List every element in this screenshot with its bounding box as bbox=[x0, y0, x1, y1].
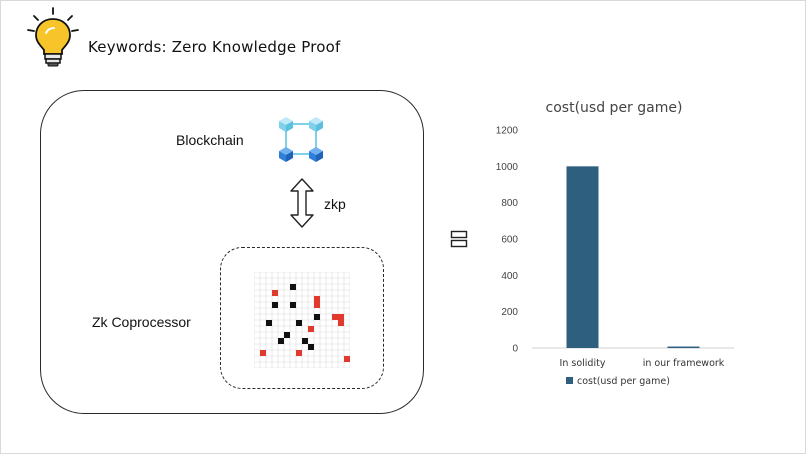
y-tick-label: 1200 bbox=[496, 126, 519, 137]
zkp-label: zkp bbox=[324, 196, 346, 212]
black-piece bbox=[296, 320, 302, 326]
y-tick-label: 1000 bbox=[496, 162, 519, 173]
blockchain-network-icon bbox=[279, 117, 323, 162]
red-piece bbox=[296, 350, 302, 356]
legend-label: cost(usd per game) bbox=[577, 376, 670, 387]
black-piece bbox=[290, 302, 296, 308]
red-piece bbox=[314, 296, 320, 302]
lightbulb-icon bbox=[27, 7, 79, 67]
red-piece bbox=[338, 314, 344, 320]
bidirectional-arrow-icon bbox=[290, 178, 314, 228]
red-piece bbox=[314, 302, 320, 308]
black-piece bbox=[290, 284, 296, 290]
red-piece bbox=[332, 314, 338, 320]
cost-bar-chart: 0 200 400 600 800 1000 1200 In solidity in our f… bbox=[496, 126, 734, 387]
red-piece bbox=[338, 320, 344, 326]
red-piece bbox=[344, 356, 350, 362]
game-board-grid-icon bbox=[254, 272, 350, 368]
legend-swatch bbox=[566, 377, 573, 384]
equivalence-icon bbox=[450, 230, 468, 248]
black-piece bbox=[278, 338, 284, 344]
coprocessor-label: Zk Coprocessor bbox=[92, 314, 191, 330]
black-piece bbox=[302, 338, 308, 344]
chart-title: cost(usd per game) bbox=[545, 100, 683, 116]
slide-title: Keywords: Zero Knowledge Proof bbox=[88, 38, 341, 56]
black-piece bbox=[266, 320, 272, 326]
black-piece bbox=[308, 344, 314, 350]
x-tick-label: in our framework bbox=[643, 358, 725, 369]
y-tick-label: 600 bbox=[501, 235, 518, 246]
black-piece bbox=[284, 332, 290, 338]
black-piece bbox=[314, 314, 320, 320]
red-piece bbox=[272, 290, 278, 296]
y-tick-label: 800 bbox=[501, 198, 518, 209]
bar bbox=[566, 166, 599, 348]
black-piece bbox=[272, 302, 278, 308]
blockchain-label: Blockchain bbox=[176, 132, 244, 148]
coprocessor-box bbox=[220, 247, 384, 389]
red-piece bbox=[260, 350, 266, 356]
y-tick-label: 200 bbox=[501, 307, 518, 318]
x-tick-label: In solidity bbox=[560, 358, 606, 369]
y-tick-label: 0 bbox=[512, 344, 518, 355]
system-frame bbox=[40, 90, 424, 414]
red-piece bbox=[308, 326, 314, 332]
bar bbox=[667, 346, 700, 349]
y-tick-label: 400 bbox=[501, 271, 518, 282]
